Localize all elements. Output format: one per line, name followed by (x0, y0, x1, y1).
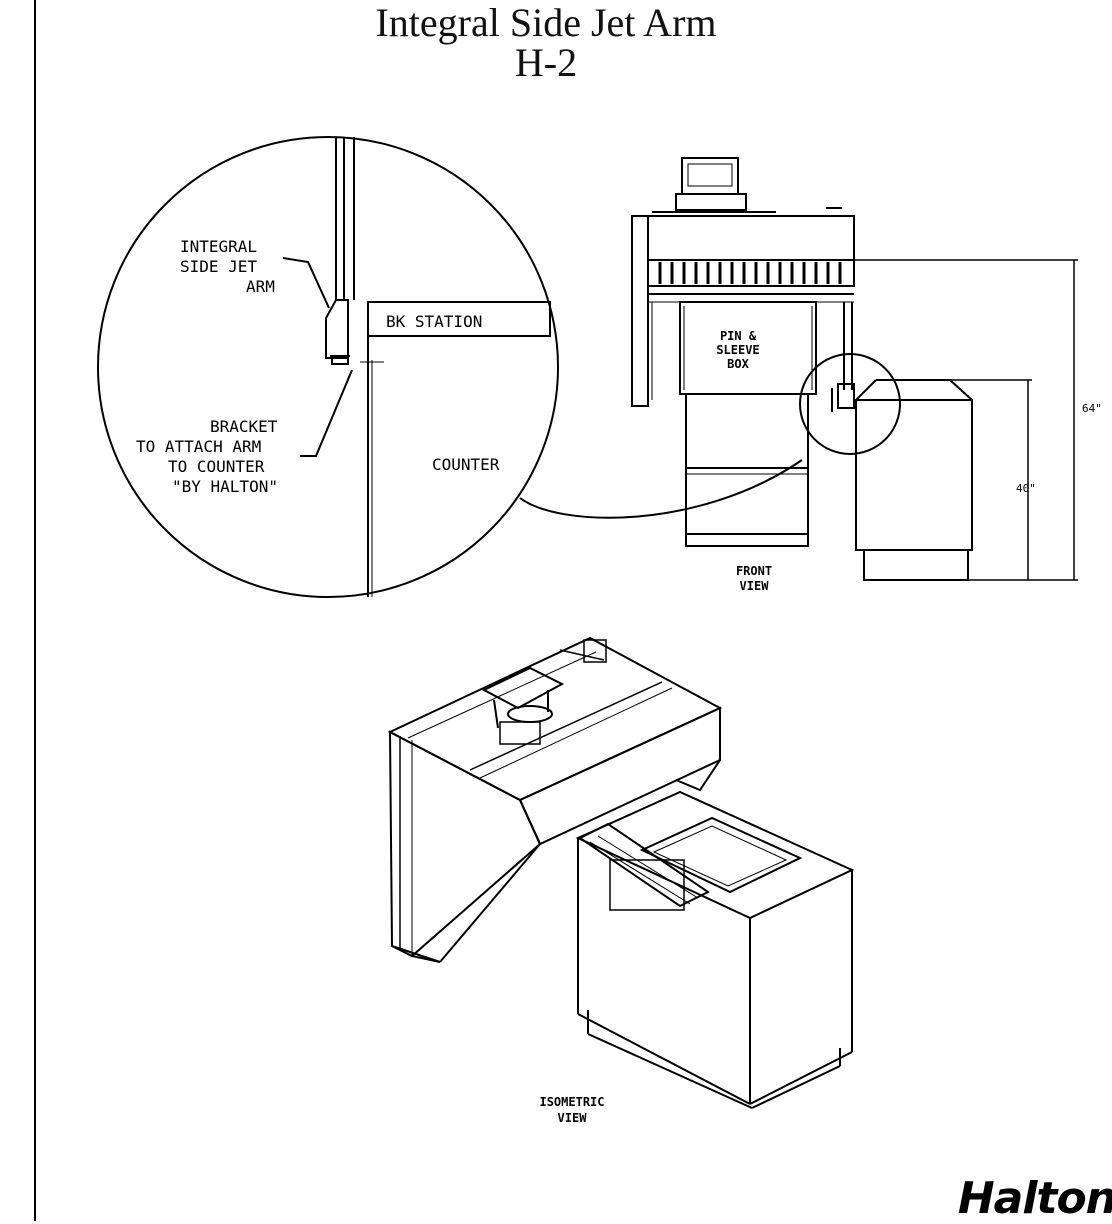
label-bracket-2: TO ATTACH ARM (136, 437, 261, 456)
label-arm-1: INTEGRAL (180, 237, 257, 256)
isometric-view (387, 636, 855, 1109)
label-arm-2: SIDE JET (180, 257, 257, 276)
iso-view-caption-2: VIEW (558, 1111, 588, 1125)
front-view-caption-1: FRONT (736, 564, 772, 578)
drawing-number: H-2 (514, 40, 578, 85)
label-box-3: BOX (727, 357, 749, 371)
detail-callout-circle (799, 353, 901, 455)
label-bracket-4: "BY HALTON" (172, 477, 278, 496)
front-view-caption-2: VIEW (740, 579, 770, 593)
detail-circle (97, 136, 559, 598)
detail-labels: INTEGRAL SIDE JET ARM BK STATION BRACKET… (136, 237, 500, 496)
front-labels: PIN & SLEEVE BOX 64" 40" FRONT VIEW (716, 329, 1102, 593)
page-left-border (34, 0, 36, 1221)
label-counter: COUNTER (432, 455, 500, 474)
dimension-64: 64" (1082, 402, 1102, 415)
iso-labels: ISOMETRIC VIEW (539, 1095, 604, 1125)
iso-view-caption-1: ISOMETRIC (539, 1095, 604, 1109)
halton-logo: Halton (957, 1173, 1112, 1224)
bk-station-box (367, 301, 551, 337)
detail-view (97, 136, 803, 598)
label-box-2: SLEEVE (716, 343, 759, 357)
label-box-1: PIN & (720, 329, 757, 343)
dimension-40: 40" (1016, 482, 1036, 495)
label-bracket-3: TO COUNTER (168, 457, 265, 476)
label-arm-3: ARM (246, 277, 275, 296)
drawing-title: Integral Side Jet Arm (375, 0, 717, 45)
label-bracket-1: BRACKET (210, 417, 278, 436)
front-view (631, 157, 1078, 581)
label-station: BK STATION (386, 312, 482, 331)
